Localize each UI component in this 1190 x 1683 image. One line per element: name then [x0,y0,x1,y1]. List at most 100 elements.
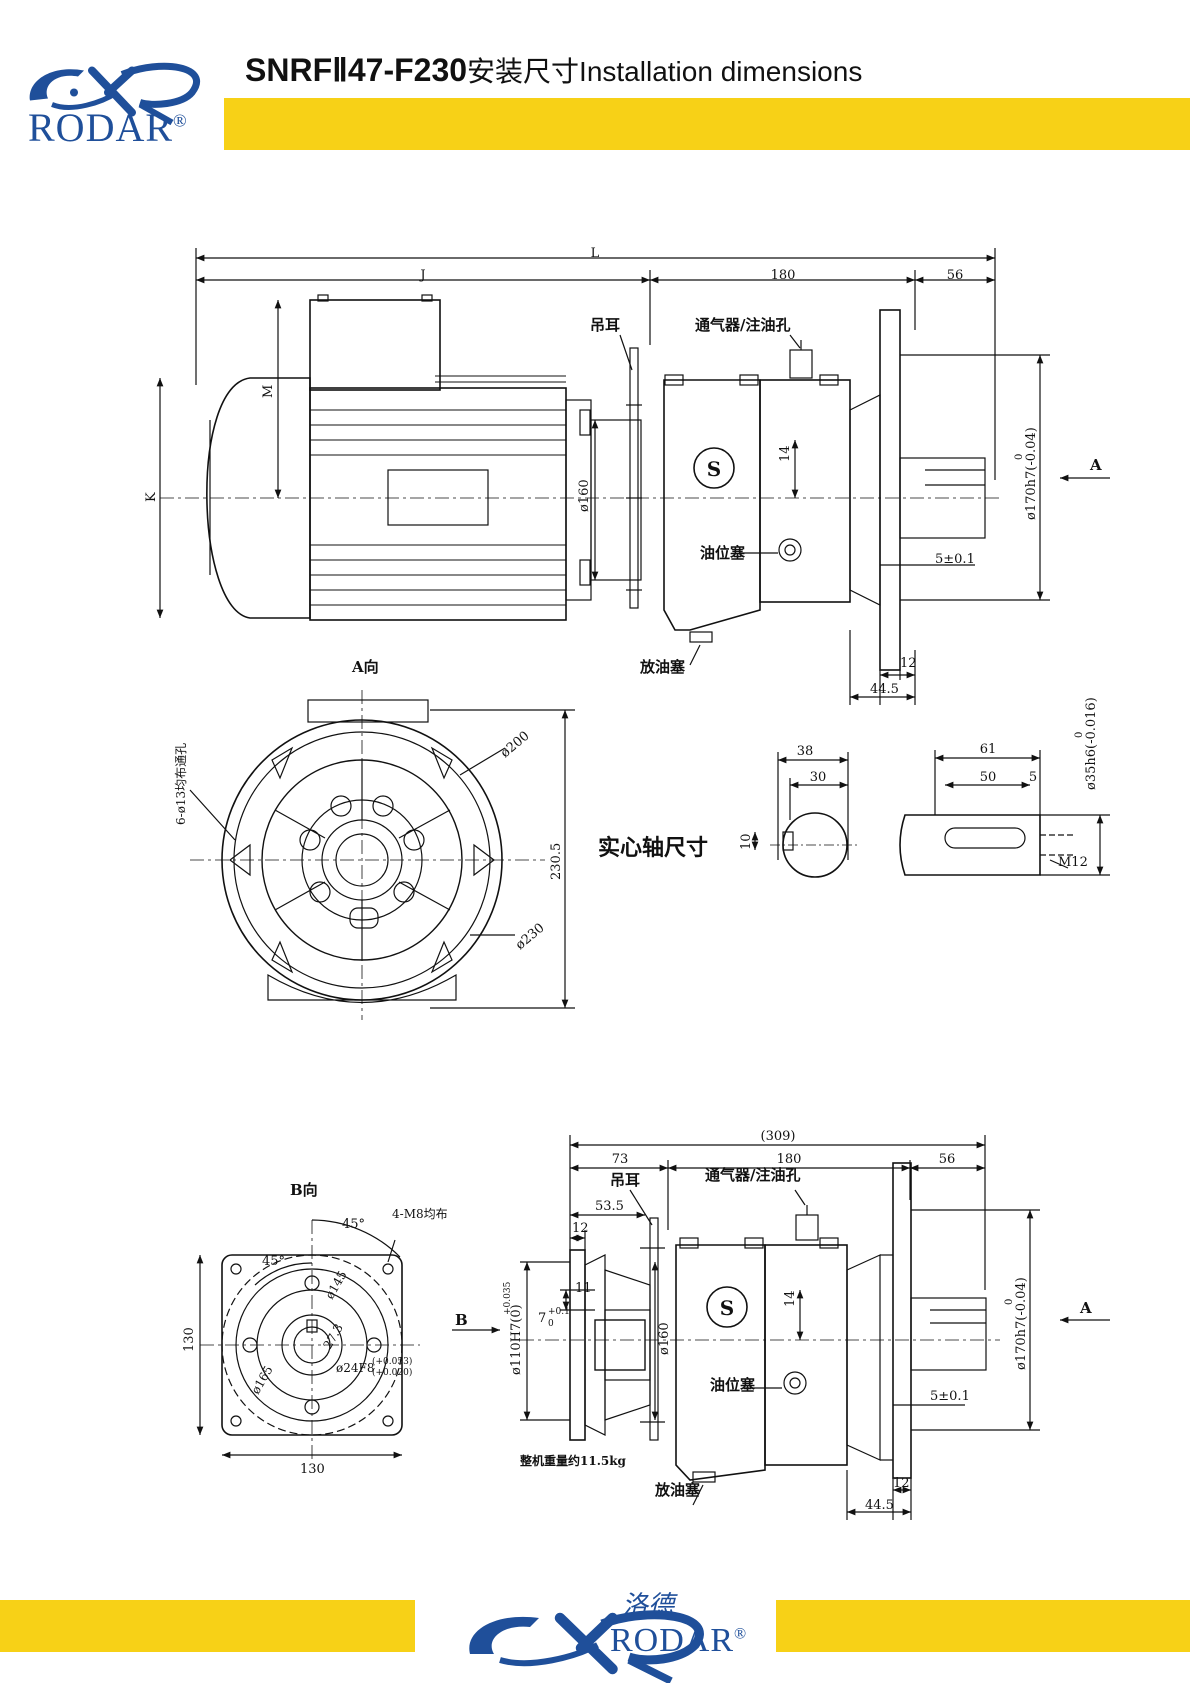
dim-d160: ø160 [577,479,592,512]
footer-brand-text: RODAR [610,1622,735,1659]
view1-side-view: S [156,248,1110,705]
dim-d35-tol-upper: 0 [1074,732,1085,738]
dim-d110: ø110H7(0) [509,1304,524,1375]
dim-d170-v2: ø170h7(-0.04) [1014,1277,1029,1370]
dim-d145: ø145 [322,1268,349,1301]
dim-d230: ø230 [513,921,548,953]
view-b-holes: 4-M8均布 [392,1207,448,1221]
dim-50: 50 [980,770,997,785]
svg-text:S: S [707,457,721,481]
view2-labels: (309) 73 180 56 吊耳 通气器/注油孔 53.5 12 11 7 … [455,1129,1092,1513]
dim-M: M [261,385,276,398]
drain-plug-label-v2: 放油塞 [654,1481,701,1499]
dim-d170-tol-upper: 0 [1014,454,1025,460]
dim-12-top: 12 [572,1221,589,1236]
dim-d110-main: ø110H7 [509,1323,524,1375]
dim-14: 14 [778,445,793,462]
dim-d170: ø170h7(-0.04) [1024,427,1039,520]
dim-d110-tol: (0) [509,1304,524,1322]
arrow-a-label: A [1089,456,1102,474]
dim-30: 30 [810,770,827,785]
oil-level-plug-label: 油位塞 [700,544,746,562]
view-b-labels: B向 45° 45° 4-M8均布 ø145 27.3 ø24F8 (+0.05… [182,1181,448,1477]
header-yellow-bar [224,98,1190,150]
weight-label: 整机重量约11.5kg [519,1453,627,1468]
footer-yellow-bar-right [776,1600,1190,1652]
dim-180-v2: 180 [777,1152,802,1167]
dim-5: 5±0.1 [935,552,975,567]
view-a-holes: 6-ø13均布通孔 [174,743,188,825]
header-trademark: ® [173,110,188,131]
dim-10: 10 [739,833,754,850]
dim-d160-v2: ø160 [657,1322,672,1355]
dim-5-v2: 5±0.1 [930,1389,970,1404]
arrow-a-label-v2: A [1079,1299,1092,1317]
rodar-logo-icon [29,62,200,126]
dim-d200: ø200 [498,729,533,761]
shaft-labels: 实心轴尺寸 38 30 10 61 50 5 ø35h6(-0.016) 0 M… [598,697,1099,870]
dim-5-shaft: 5 [1029,770,1037,785]
dim-61: 61 [980,742,997,757]
dim-12-v2: 12 [893,1476,910,1491]
dim-d24: ø24F8 [336,1361,374,1375]
view-a-end-view [189,690,575,1020]
dim-53-5: 53.5 [595,1199,624,1214]
shaft-title: 实心轴尺寸 [598,835,708,861]
dim-d170-tol-upper-v2: 0 [1004,1299,1015,1305]
dim-d170-main-v2: ø170h7 [1014,1321,1029,1370]
view-b-title: B向 [290,1181,318,1199]
dim-7-tol-lower: 0 [548,1319,554,1329]
dim-130-v: 130 [182,1327,197,1352]
dim-73: 73 [612,1152,629,1167]
drain-plug-label: 放油塞 [639,658,686,676]
breather-label-v2: 通气器/注油孔 [705,1166,800,1184]
dim-180: 180 [771,268,796,283]
footer-rodar-logo-icon [469,1610,704,1683]
footer-brand: RODAR® [610,1622,747,1660]
dim-d24-tol-lower: (+0.020) [372,1367,412,1378]
view-a-title: A向 [351,658,379,676]
dim-12: 12 [900,656,917,671]
dim-d35-tol: (-0.016) [1084,697,1099,749]
dim-d24-tol-upper: (+0.053) [372,1356,412,1367]
dim-7-tol-upper: +0.1 [548,1307,570,1317]
lifting-lug-label: 吊耳 [590,316,620,334]
dim-7: 7 [538,1311,546,1326]
page-title: SNRFⅡ47-F230安装尺寸Installation dimensions [245,50,862,90]
svg-text:S: S [720,1296,734,1320]
title-model: SNRFⅡ47-F230 [245,52,468,88]
footer-trademark: ® [734,1625,748,1643]
dim-d170-main: ø170h7 [1024,471,1039,520]
dim-14-v2: 14 [783,1290,798,1307]
dim-38: 38 [797,744,814,759]
dim-56: 56 [947,268,964,283]
lifting-lug-label-v2: 吊耳 [610,1171,640,1189]
dim-d170-tol: (-0.04) [1024,427,1039,470]
solid-shaft-detail [751,750,1110,878]
dim-56-v2: 56 [939,1152,956,1167]
header-brand-text: RODAR [28,105,174,150]
dim-230-5: 230.5 [549,843,564,880]
footer-yellow-bar-left [0,1600,415,1652]
footer-brand-cn: 洛德 [622,1591,675,1621]
breather-label: 通气器/注油孔 [695,316,790,334]
view2-side-view: S [520,1135,1110,1520]
dim-d165: ø165 [248,1363,275,1396]
dim-L: L [591,246,600,261]
dim-130-h: 130 [300,1462,325,1477]
angle-45-b: 45° [262,1254,285,1269]
arrow-b-label: B [455,1311,468,1329]
dim-d35-main: ø35h6 [1084,749,1099,790]
dim-J: J [418,268,425,283]
oil-level-plug-label-v2: 油位塞 [710,1376,756,1394]
angle-45-a: 45° [342,1217,365,1232]
title-suffix: 安装尺寸Installation dimensions [467,56,863,87]
dim-309: (309) [761,1129,796,1144]
view1-labels: L J 180 56 M K ø160 14 吊耳 通气器/注油孔 油位塞 放油… [144,246,1102,697]
view-b-end-view [196,1219,500,1460]
header-brand: RODAR® [28,104,188,151]
dim-d170-tol-v2: (-0.04) [1014,1277,1029,1320]
dim-44-5-v2: 44.5 [865,1498,894,1513]
dim-d35: ø35h6(-0.016) [1084,697,1099,790]
